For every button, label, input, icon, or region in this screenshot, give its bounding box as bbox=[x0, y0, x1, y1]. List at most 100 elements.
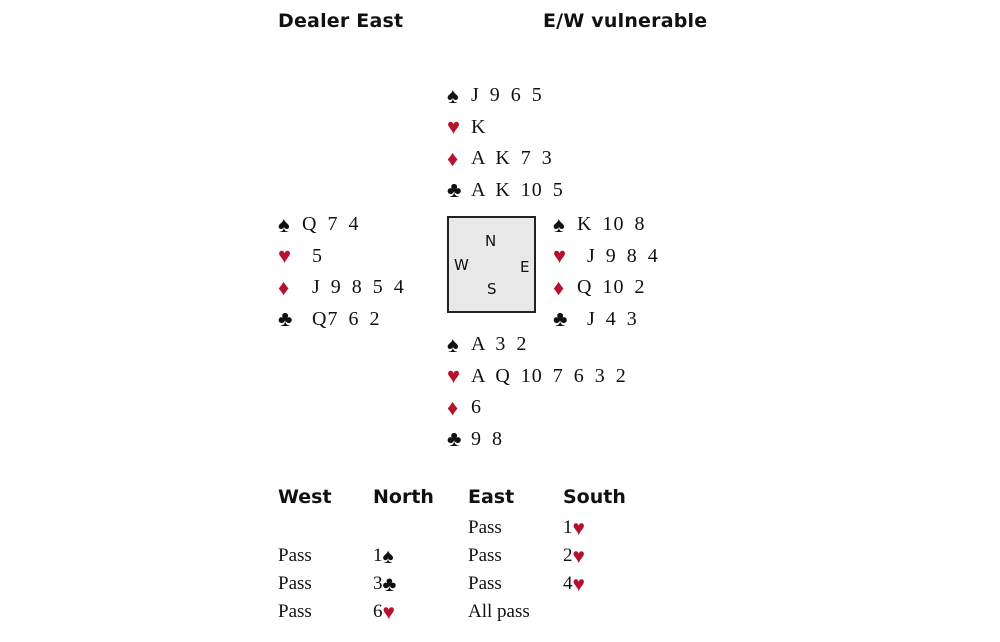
bid-suit-icon: ♥ bbox=[572, 515, 585, 540]
bid-suit-icon: ♠ bbox=[382, 543, 394, 568]
suit-icon: ♦ bbox=[447, 145, 459, 171]
suit-row: ♠ J 9 6 5 bbox=[447, 80, 564, 112]
bid: Pass bbox=[278, 570, 373, 598]
auction-header: North bbox=[373, 486, 434, 508]
bid: 6♥ bbox=[373, 598, 468, 626]
suit-row: ♦ J 9 8 5 4 bbox=[278, 272, 405, 304]
compass-south: S bbox=[487, 280, 497, 298]
cards: K 10 8 bbox=[577, 213, 646, 236]
bid: Pass bbox=[468, 570, 563, 598]
bid-text: Pass bbox=[468, 573, 502, 594]
suit-row: ♥ 5 bbox=[278, 241, 405, 273]
suit-icon: ♣ bbox=[447, 426, 462, 452]
suit-row: ♣ 9 8 bbox=[447, 424, 627, 456]
suit-icon: ♣ bbox=[553, 306, 568, 332]
bid-suit-icon: ♣ bbox=[382, 571, 397, 596]
suit-row: ♠A 3 2 bbox=[447, 329, 627, 361]
bid bbox=[278, 514, 373, 542]
bid: Pass bbox=[468, 514, 563, 542]
cards: A 3 2 bbox=[471, 333, 528, 356]
bid-text: Pass bbox=[278, 601, 312, 622]
suit-row: ♠ K 10 8 bbox=[553, 209, 659, 241]
suit-icon: ♦ bbox=[447, 394, 459, 420]
suit-row: ♦6 bbox=[447, 392, 627, 424]
compass-east: E bbox=[520, 258, 530, 276]
east-hand: ♠K 10 8♥ J 9 8 4♦Q 10 2♣ J 4 3 bbox=[553, 209, 659, 335]
suit-icon: ♣ bbox=[278, 306, 293, 332]
suit-row: ♦ Q 10 2 bbox=[553, 272, 659, 304]
cards: J 9 8 4 bbox=[577, 244, 659, 267]
suit-row: ♦ A K 7 3 bbox=[447, 143, 564, 175]
bid-text: 2 bbox=[563, 545, 573, 566]
bid-suit-icon: ♥ bbox=[572, 543, 585, 568]
bid bbox=[373, 514, 468, 542]
bid-text: 1 bbox=[373, 545, 383, 566]
bid: 1♠ bbox=[373, 542, 468, 570]
cards: A K 10 5 bbox=[471, 178, 564, 201]
bid-text: 1 bbox=[563, 517, 573, 538]
bid: Pass bbox=[278, 598, 373, 626]
compass-box: N W E S bbox=[447, 216, 536, 313]
suit-row: ♣ J 4 3 bbox=[553, 304, 659, 336]
auction-header: East bbox=[468, 486, 515, 508]
suit-icon: ♠ bbox=[447, 82, 459, 108]
bid-text: All pass bbox=[468, 601, 530, 622]
compass-west: W bbox=[454, 256, 469, 274]
suit-icon: ♦ bbox=[553, 274, 565, 300]
suit-icon: ♠ bbox=[553, 211, 565, 237]
suit-icon: ♠ bbox=[278, 211, 290, 237]
south-hand: ♠A 3 2♥A Q 10 7 6 3 2♦6♣9 8 bbox=[447, 329, 627, 455]
compass-north: N bbox=[485, 232, 497, 250]
cards: 6 bbox=[471, 396, 482, 419]
suit-icon: ♥ bbox=[447, 114, 461, 140]
bid-text: 3 bbox=[373, 573, 383, 594]
cards: Q7 6 2 bbox=[302, 307, 381, 330]
cards: K bbox=[471, 115, 487, 138]
suit-icon: ♣ bbox=[447, 177, 462, 203]
bid-text: 4 bbox=[563, 573, 573, 594]
north-hand: ♠J 9 6 5♥K♦A K 7 3♣A K 10 5 bbox=[447, 80, 564, 206]
suit-icon: ♦ bbox=[278, 274, 290, 300]
cards: J 9 6 5 bbox=[471, 84, 543, 107]
auction-header: South bbox=[563, 486, 626, 508]
cards: A K 7 3 bbox=[471, 147, 553, 170]
suit-icon: ♥ bbox=[553, 243, 567, 269]
suit-row: ♥ A Q 10 7 6 3 2 bbox=[447, 361, 627, 393]
bid-suit-icon: ♥ bbox=[382, 599, 395, 624]
suit-row: ♥ J 9 8 4 bbox=[553, 241, 659, 273]
bid: Pass bbox=[278, 542, 373, 570]
bid: Pass bbox=[468, 542, 563, 570]
bid: 3♣ bbox=[373, 570, 468, 598]
suit-row: ♠ Q 7 4 bbox=[278, 209, 405, 241]
bid: All pass bbox=[468, 598, 563, 626]
west-hand: ♠Q 7 4♥ 5♦ J 9 8 5 4♣ Q7 6 2 bbox=[278, 209, 405, 335]
bid-text: Pass bbox=[468, 545, 502, 566]
cards: J 4 3 bbox=[577, 307, 638, 330]
cards: Q 10 2 bbox=[577, 276, 646, 299]
cards: 9 8 bbox=[471, 427, 503, 450]
suit-row: ♥K bbox=[447, 112, 564, 144]
bid: 1♥ bbox=[563, 514, 658, 542]
bid-text: Pass bbox=[468, 517, 502, 538]
dealer-label: Dealer East bbox=[278, 10, 404, 32]
bid: 4♥ bbox=[563, 570, 658, 598]
vulnerability-label: E/W vulnerable bbox=[543, 10, 708, 32]
suit-icon: ♥ bbox=[447, 363, 461, 389]
suit-row: ♣ A K 10 5 bbox=[447, 175, 564, 207]
bid-text: Pass bbox=[278, 573, 312, 594]
suit-icon: ♥ bbox=[278, 243, 292, 269]
suit-row: ♣ Q7 6 2 bbox=[278, 304, 405, 336]
bid-suit-icon: ♥ bbox=[572, 571, 585, 596]
bid-text: Pass bbox=[278, 545, 312, 566]
cards: J 9 8 5 4 bbox=[302, 276, 405, 299]
cards: Q 7 4 bbox=[302, 213, 360, 236]
auction-header: West bbox=[278, 486, 332, 508]
bid: 2♥ bbox=[563, 542, 658, 570]
bid-text: 6 bbox=[373, 601, 383, 622]
cards: A Q 10 7 6 3 2 bbox=[471, 364, 627, 387]
cards: 5 bbox=[302, 244, 323, 267]
